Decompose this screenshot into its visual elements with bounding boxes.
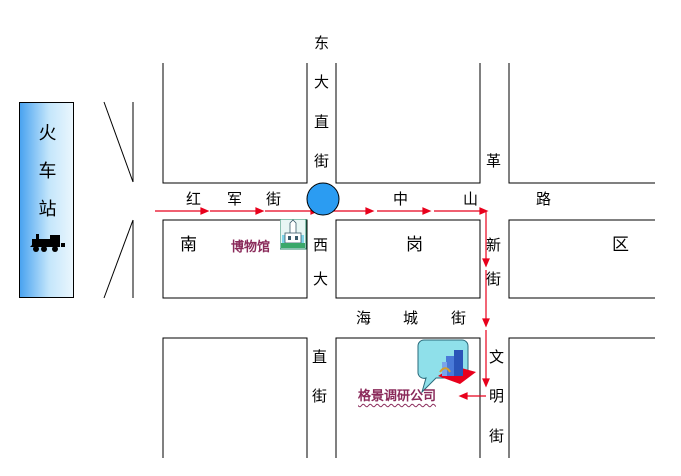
roundabout-circle [306,182,340,216]
museum-label[interactable]: 博物馆 [231,240,271,255]
block-top-right [508,63,655,184]
station-char-3: 站 [38,199,57,220]
block-top-mid [335,63,481,184]
block-bot-right [508,337,655,458]
block-bot-mid [335,337,481,458]
road-xinjie-2: 街 [486,270,502,288]
approach-line-1 [103,101,134,183]
block-bot-left [162,337,308,458]
road-haicheng-1: 海 [356,309,372,327]
road-dongdazhi-3: 直 [314,113,330,131]
block-mid-right [508,219,655,299]
road-ge: 革 [486,152,502,170]
road-zhongshan-2: 山 [463,190,479,208]
road-xinjie-1: 新 [486,236,502,254]
block-outlines [103,63,655,458]
road-hongjun-1: 红 [186,190,202,208]
district-nan: 南 [180,235,197,255]
road-xida-1: 西 [313,236,329,254]
train-icon [30,234,65,252]
road-zhongshan-3: 路 [536,190,552,208]
road-dongdazhi-2: 大 [314,73,330,91]
road-hongjun-3: 街 [266,190,282,208]
road-xida-2: 大 [313,270,329,288]
block-top-left [162,63,308,184]
approach-line-3 [103,219,134,299]
road-wenming-3: 街 [489,427,505,445]
block-mid-left [162,219,308,299]
road-haicheng-3: 街 [451,309,467,327]
district-gang: 岗 [406,235,423,255]
district-qu: 区 [612,235,629,255]
road-wenming-2: 明 [489,387,505,405]
railway-station[interactable]: 火 车 站 [19,102,74,298]
road-haicheng-2: 城 [403,309,419,327]
museum-icon[interactable] [280,219,308,251]
road-zhijie-2: 街 [312,387,328,405]
road-dongdazhi-4: 街 [314,152,330,170]
station-char-1: 火 [38,123,57,144]
road-zhongshan-1: 中 [393,190,409,208]
road-zhijie-1: 直 [312,348,328,366]
road-wenming-1: 文 [489,348,505,366]
road-hongjun-2: 军 [227,190,243,208]
company-icon[interactable] [416,338,480,398]
company-label[interactable]: 格景调研公司 [358,389,437,404]
road-dongdazhi-1: 东 [314,34,330,52]
station-char-2: 车 [38,161,57,182]
block-mid-center [335,219,481,299]
